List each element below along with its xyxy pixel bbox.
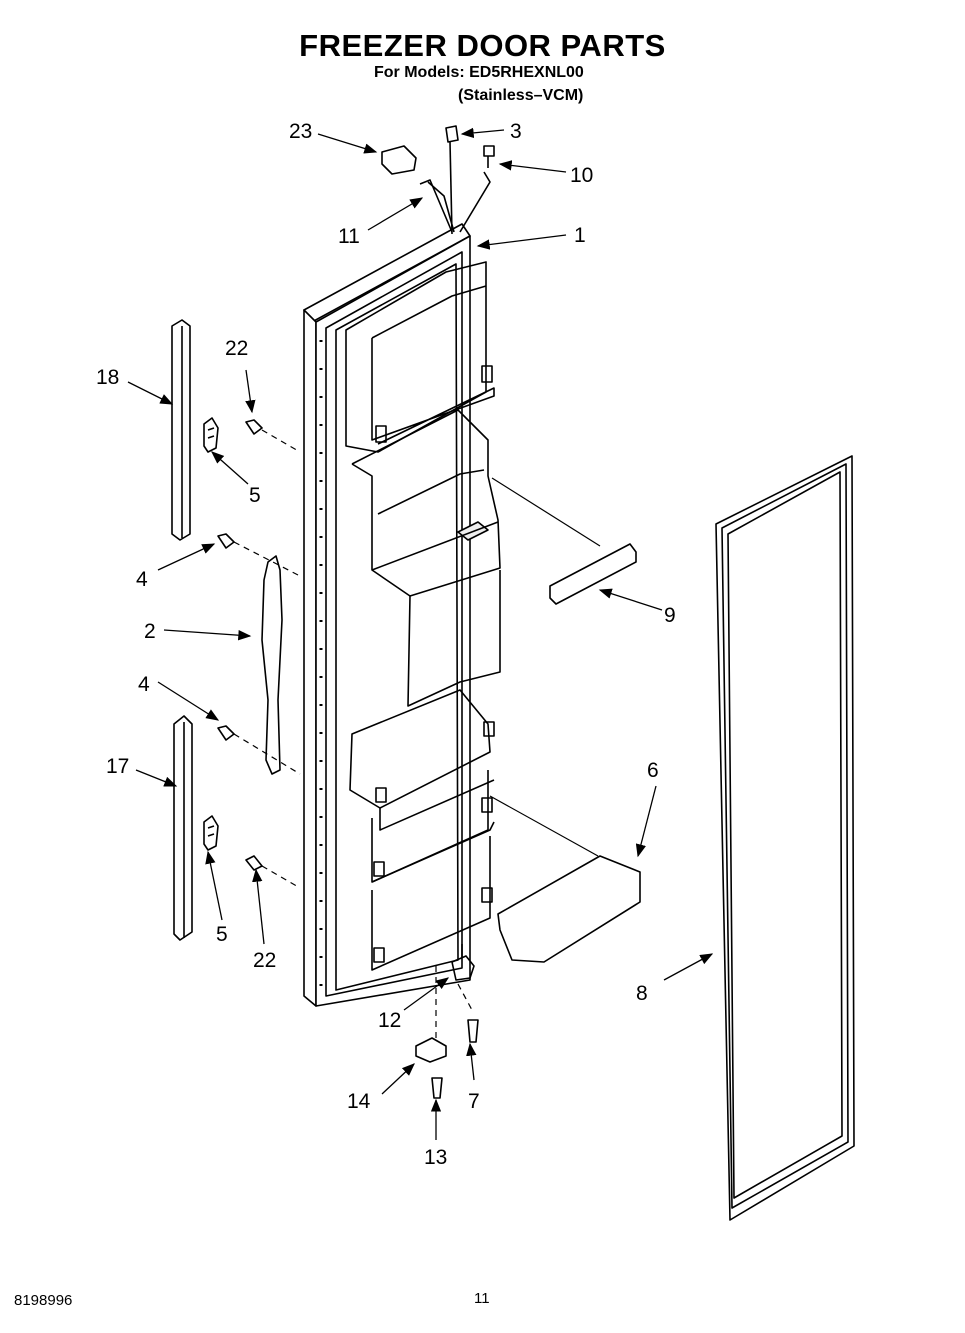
document-number: 8198996 bbox=[14, 1292, 73, 1309]
callout-4-upper: 4 bbox=[136, 568, 148, 591]
callout-12: 12 bbox=[378, 1009, 401, 1032]
callout-8: 8 bbox=[636, 982, 648, 1005]
callout-11: 11 bbox=[338, 225, 360, 248]
callout-13: 13 bbox=[424, 1146, 447, 1169]
callout-22-lower: 22 bbox=[253, 949, 276, 972]
breaker-strip-18 bbox=[171, 319, 191, 541]
callout-5-upper: 5 bbox=[249, 484, 261, 507]
callout-10: 10 bbox=[570, 164, 593, 187]
hinge-bracket bbox=[415, 1037, 447, 1063]
clip-upper bbox=[203, 417, 219, 453]
callout-6: 6 bbox=[647, 759, 659, 782]
callout-7: 7 bbox=[468, 1090, 480, 1113]
screws bbox=[217, 145, 495, 1099]
callout-17: 17 bbox=[106, 755, 129, 778]
callout-2: 2 bbox=[144, 620, 156, 643]
callout-22-upper: 22 bbox=[225, 337, 248, 360]
breaker-strip-17 bbox=[173, 715, 193, 941]
clip-lower bbox=[203, 815, 219, 851]
door-gasket bbox=[715, 455, 855, 1221]
callout-9: 9 bbox=[664, 604, 676, 627]
callout-4-lower: 4 bbox=[138, 673, 150, 696]
callout-leaders bbox=[127, 127, 714, 1140]
door-handle bbox=[261, 555, 283, 775]
page-title: FREEZER DOOR PARTS bbox=[299, 28, 666, 63]
callout-14: 14 bbox=[347, 1090, 371, 1113]
door-bin bbox=[497, 855, 641, 963]
wire-harness bbox=[381, 125, 491, 235]
callout-5-lower: 5 bbox=[216, 923, 228, 946]
callout-18: 18 bbox=[96, 366, 119, 389]
callout-3: 3 bbox=[510, 120, 522, 143]
hinge-pin bbox=[451, 944, 475, 981]
page-number: 11 bbox=[474, 1290, 490, 1307]
variant-line: (Stainless–VCM) bbox=[458, 87, 584, 104]
shelf-rail bbox=[549, 543, 637, 605]
models-line: For Models: ED5RHEXNL00 bbox=[374, 64, 584, 81]
callout-23: 23 bbox=[289, 120, 312, 143]
freezer-door-panel bbox=[303, 223, 501, 1007]
callout-1: 1 bbox=[574, 224, 586, 247]
